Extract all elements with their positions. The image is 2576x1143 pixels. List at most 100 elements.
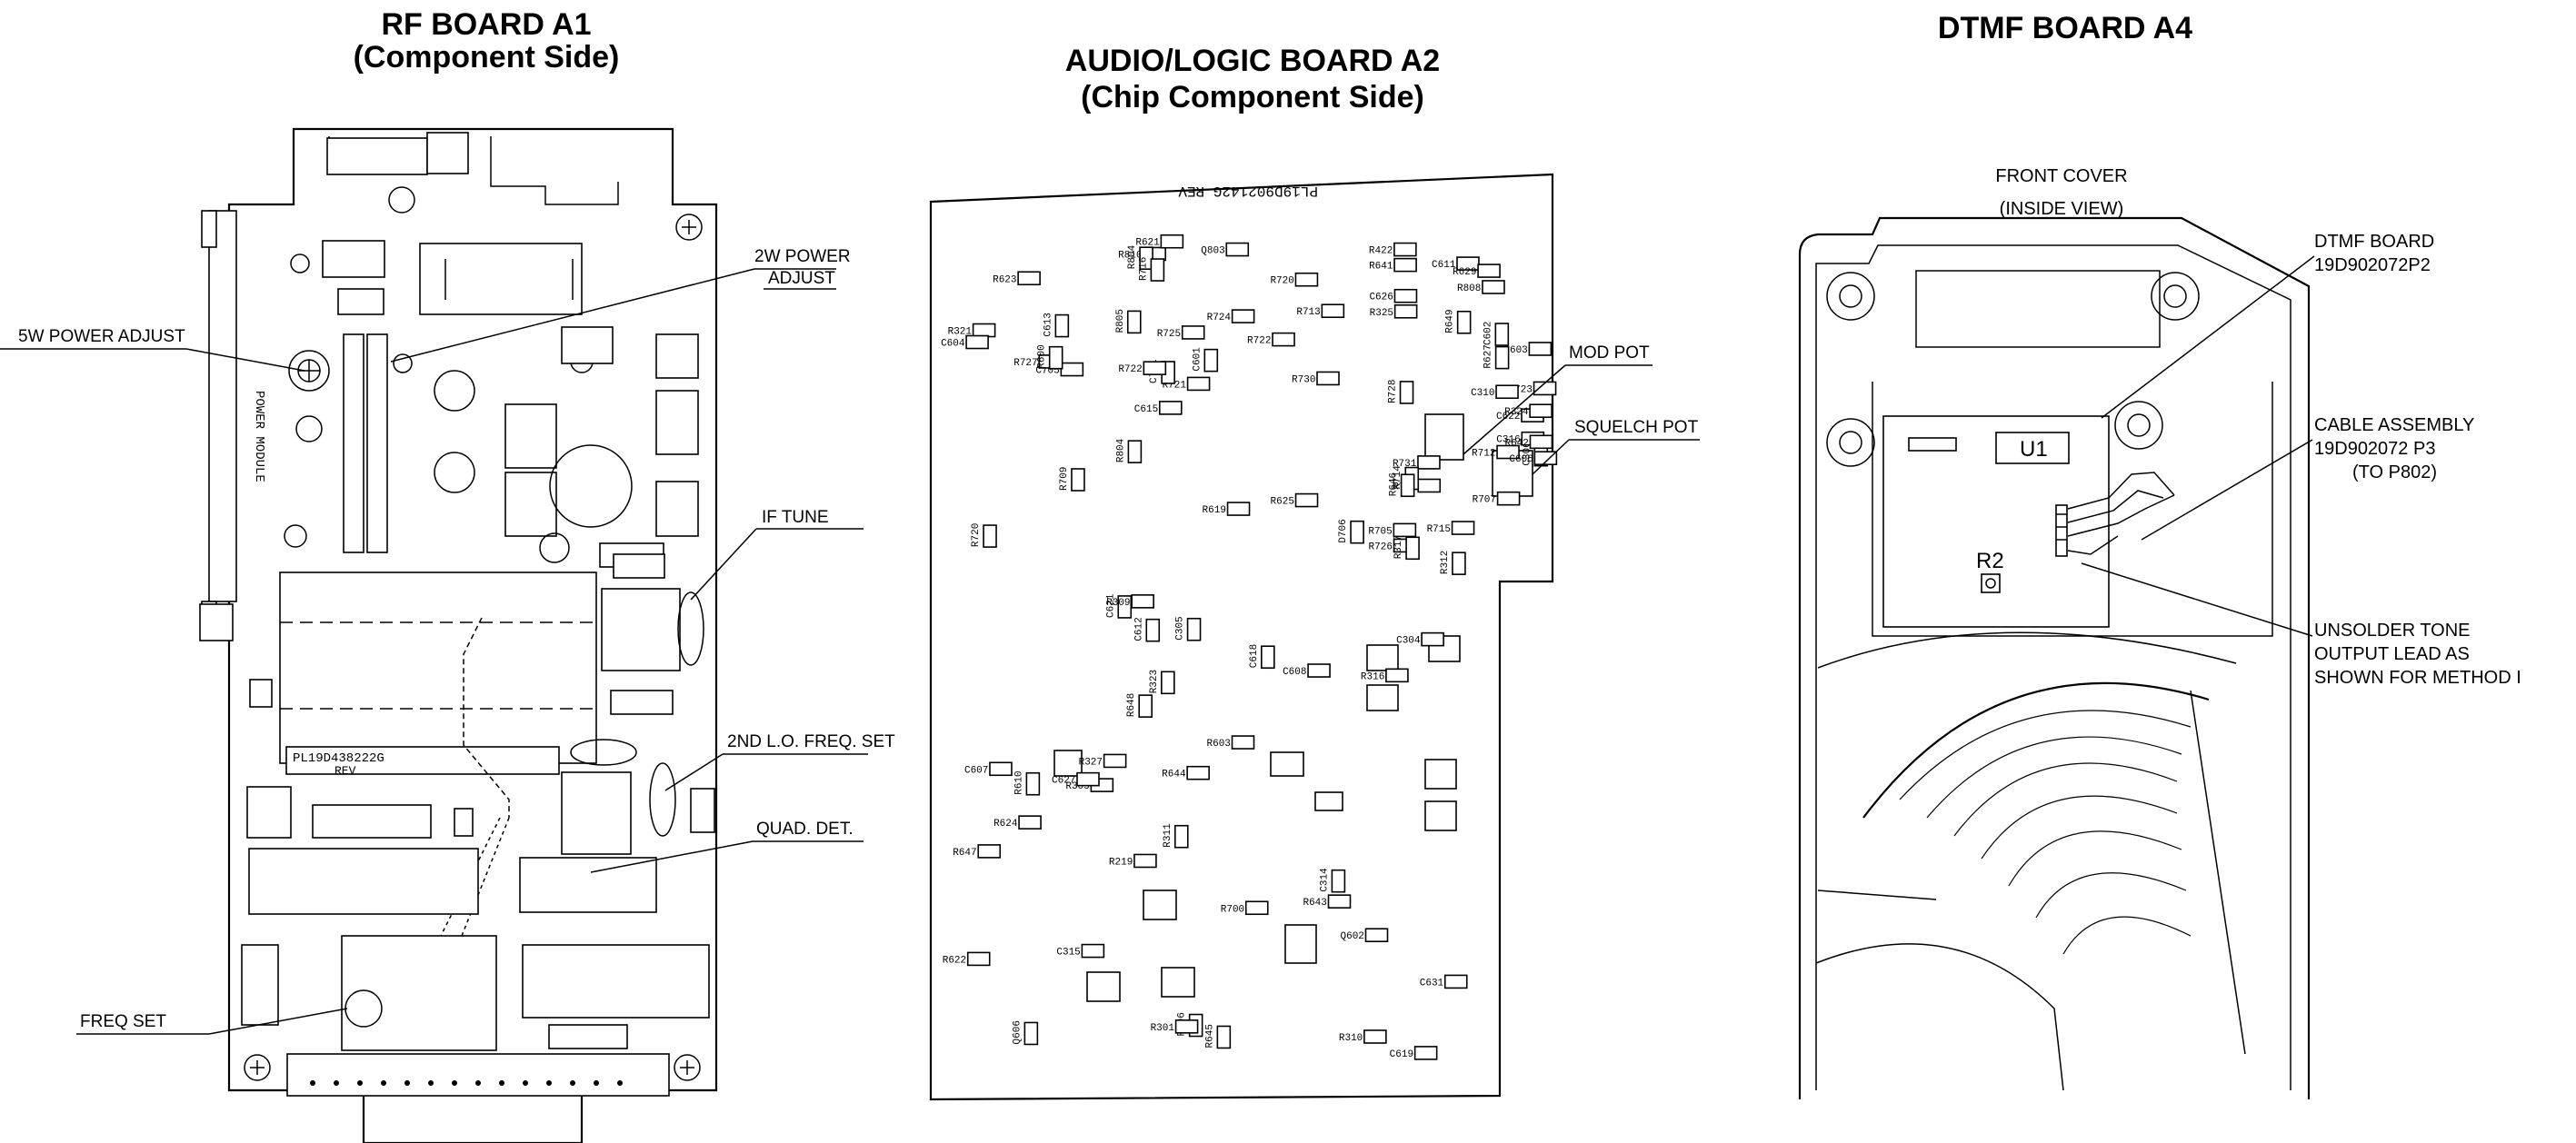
- chip-ref-label: R727: [1013, 358, 1037, 369]
- chip-component: Q803: [1201, 242, 1250, 257]
- callout-2w-power-line2: ADJUST: [768, 269, 835, 288]
- rf-board-subtitle: (Component Side): [354, 40, 620, 75]
- chip-ref-label: C627: [1052, 776, 1075, 787]
- chip-ref-label: R644: [1162, 770, 1186, 780]
- chip-component: R600: [1037, 344, 1063, 370]
- chip-ref-label: C310: [1471, 388, 1494, 399]
- callout-quad-det: QUAD. DET.: [756, 820, 854, 839]
- chip-component: C621: [1105, 593, 1133, 619]
- chip-component: C601: [1192, 347, 1219, 373]
- chip-component: Q606: [1012, 1020, 1039, 1046]
- callout-dtmf-board-part: 19D902072P2: [2314, 255, 2431, 275]
- chip-component: R623: [993, 271, 1041, 285]
- chip-ref-label: R805: [1115, 309, 1126, 333]
- chip-ref-label: R310: [1339, 1033, 1363, 1044]
- chip-ref-label: R804: [1115, 438, 1126, 462]
- chip-component: R712: [1472, 444, 1520, 460]
- chip-component: R621: [1135, 234, 1184, 249]
- chip-ref-label: R700: [1221, 904, 1244, 915]
- r2-component: [1981, 573, 2001, 593]
- callout-front-cover-sub: (INSIDE VIEW): [2000, 199, 2124, 219]
- chip-component: R312: [1440, 551, 1466, 575]
- chip-component: C626: [1369, 288, 1418, 303]
- chip-component: R642: [1504, 434, 1553, 449]
- chip-component: R219: [1109, 853, 1157, 868]
- chip-ref-label: R726: [1369, 542, 1393, 552]
- chip-component: R327: [1079, 753, 1127, 768]
- chip-component: C315: [1056, 943, 1105, 959]
- chip-component: R624: [993, 815, 1042, 830]
- chip-component: C310: [1471, 384, 1519, 399]
- chip-component: R316: [1361, 668, 1409, 682]
- chip-ref-label: Q602: [1341, 931, 1364, 942]
- chip-ref-label: R603: [1207, 739, 1231, 750]
- chip-ref-label: R309: [1106, 598, 1130, 609]
- chip-component: R321: [948, 323, 996, 338]
- chip-ref-label: C626: [1369, 293, 1393, 303]
- chip-ref-label: C606: [1509, 454, 1533, 465]
- chip-component: R422: [1369, 242, 1417, 257]
- callout-cable-assembly: CABLE ASSEMBLY: [2314, 415, 2474, 435]
- chip-ref-label: R324: [1504, 407, 1529, 418]
- callout-unsolder-3: SHOWN FOR METHOD I: [2314, 668, 2521, 688]
- chip-ref-label: R610: [1013, 770, 1024, 794]
- chip-ref-label: R709: [1059, 467, 1070, 491]
- chip-component: R728: [1388, 380, 1414, 404]
- chip-component: R627: [1483, 344, 1510, 370]
- chip-component: R730: [1292, 371, 1340, 385]
- chip-ref-label: R422: [1369, 246, 1393, 257]
- u1-label: U1: [2020, 437, 2048, 462]
- chip-ref-label: C314: [1319, 868, 1330, 892]
- chip-ref-label: R321: [948, 327, 973, 338]
- chip-component: R311: [1163, 823, 1189, 849]
- chip-component: R804: [1127, 244, 1153, 270]
- chip-ref-label: R625: [1271, 497, 1294, 508]
- chip-ref-label: R645: [1204, 1024, 1215, 1048]
- chip-ref-label: R325: [1370, 308, 1393, 319]
- chip-component: R705: [1368, 522, 1417, 537]
- chip-ref-label: R622: [943, 955, 966, 966]
- chip-component: C619: [1390, 1046, 1438, 1060]
- chip-component: R722: [1247, 332, 1295, 347]
- chip-ref-label: R810: [1118, 250, 1142, 261]
- chip-component: D706: [1338, 519, 1364, 544]
- chip-component: R647: [953, 844, 1002, 859]
- chip-ref-label: R715: [1427, 524, 1451, 535]
- callout-if-tune: IF TUNE: [762, 508, 829, 527]
- chip-ref-label: C603: [1503, 345, 1527, 356]
- chip-ref-label: C621: [1105, 593, 1116, 618]
- chip-ref-label: C631: [1420, 978, 1444, 989]
- chip-ref-label: C619: [1390, 1049, 1413, 1060]
- chip-component: R720: [971, 523, 997, 548]
- chip-component: R603: [1207, 735, 1255, 750]
- chip-ref-label: R725: [1157, 329, 1181, 340]
- chip-component: C631: [1420, 974, 1468, 989]
- chip-ref-label: R648: [1126, 693, 1137, 717]
- chip-ref-label: R312: [1440, 551, 1451, 574]
- chip-component: R648: [1126, 693, 1153, 718]
- chip-ref-label: R629: [1453, 267, 1476, 278]
- chip-component: R808: [1457, 280, 1505, 294]
- chip-component: C618: [1249, 644, 1275, 670]
- chip-component: R720: [1270, 272, 1319, 287]
- chip-ref-label: C604: [941, 339, 965, 350]
- chip-ref-label: C315: [1056, 948, 1080, 959]
- chip-ref-label: C611: [1432, 260, 1456, 271]
- chip-ref-label: C305: [1175, 616, 1186, 640]
- audio-callouts: MOD POT SQUELCH POT: [1463, 343, 1700, 475]
- chip-ref-label: C602: [1483, 322, 1493, 345]
- chip-component: R716: [1138, 257, 1165, 282]
- chip-component: R629: [1453, 263, 1501, 278]
- chip-ref-label: C316: [1496, 435, 1520, 446]
- audio-board-subtitle: (Chip Component Side): [1081, 80, 1424, 114]
- callout-mod-pot: MOD POT: [1569, 343, 1650, 363]
- chip-ref-label: R705: [1368, 526, 1392, 537]
- chip-ref-label: R707: [1473, 495, 1496, 506]
- callout-unsolder-2: OUTPUT LEAD AS: [2314, 644, 2470, 664]
- chip-ref-label: R646: [1389, 472, 1400, 496]
- chip-ref-label: R722: [1247, 336, 1271, 347]
- chip-component: R722: [1118, 361, 1167, 375]
- chip-ref-label: R647: [953, 848, 976, 859]
- chip-ref-label: R722: [1118, 364, 1142, 375]
